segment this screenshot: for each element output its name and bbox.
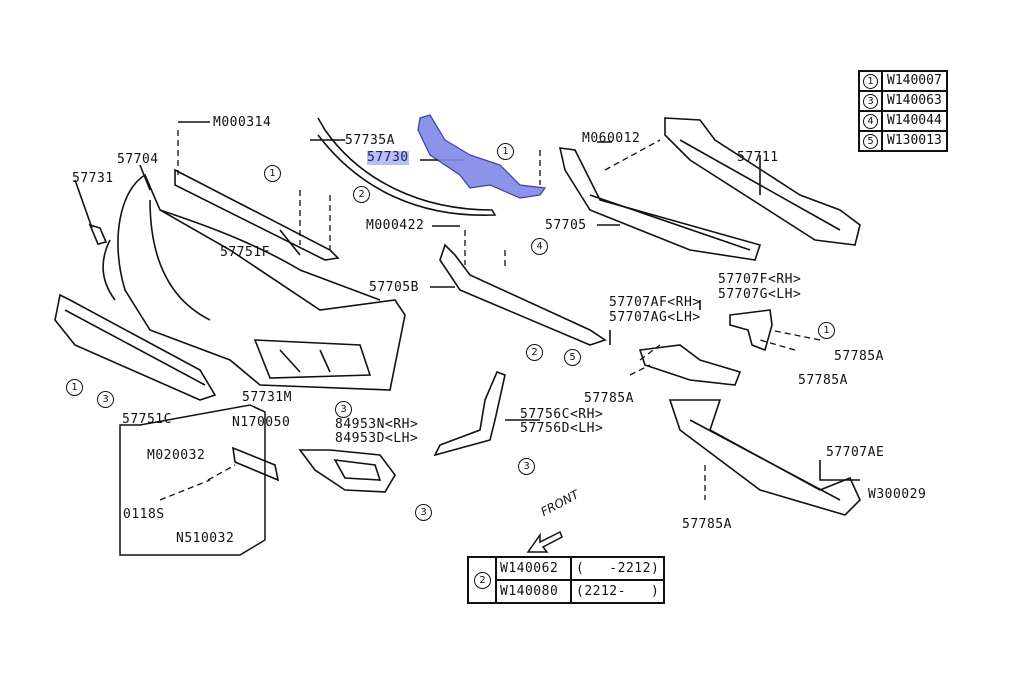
- upper-grille-strip-part[interactable]: [174, 168, 340, 261]
- label-84953d[interactable]: 84953D<LH>: [335, 431, 419, 446]
- label-57704[interactable]: 57704: [117, 152, 159, 167]
- side-deflector-part[interactable]: [433, 370, 506, 457]
- legend-part-number: W140063: [881, 90, 948, 112]
- under-cover-part[interactable]: [668, 399, 861, 516]
- callout-3: 3: [518, 458, 535, 475]
- label-57735a[interactable]: 57735A: [345, 133, 395, 148]
- molding-strip-part[interactable]: [317, 117, 497, 216]
- callout-4: 4: [531, 238, 548, 255]
- license-bracket-part[interactable]: [232, 446, 280, 482]
- bumper-cover-part[interactable]: [102, 173, 406, 391]
- label-57756d[interactable]: 57756D<LH>: [520, 421, 604, 436]
- callout-1: 1: [863, 74, 878, 89]
- lower-grille-part[interactable]: [54, 293, 217, 401]
- legend-part-number: W140007: [881, 70, 948, 92]
- callout-1: 1: [66, 379, 83, 396]
- side-bracket-part[interactable]: [88, 223, 108, 245]
- front-arrow-icon: [526, 530, 563, 553]
- label-57730-highlighted[interactable]: 57730: [367, 150, 409, 165]
- callout-1: 1: [264, 165, 281, 182]
- label-57707af[interactable]: 57707AF<RH>: [609, 295, 701, 310]
- ref2-part-row1[interactable]: W140062: [500, 561, 559, 576]
- highlighted-part-57730[interactable]: [417, 114, 547, 199]
- label-m060012[interactable]: M060012: [582, 131, 641, 146]
- label-57707ae[interactable]: 57707AE: [826, 445, 885, 460]
- callout-3: 3: [863, 94, 878, 109]
- label-57785a[interactable]: 57785A: [584, 391, 634, 406]
- upper-beam-part[interactable]: [558, 147, 762, 261]
- side-bracket-af-part[interactable]: [638, 344, 742, 386]
- label-57705[interactable]: 57705: [545, 218, 587, 233]
- callout-1: 1: [497, 143, 514, 160]
- label-n510032[interactable]: N510032: [176, 531, 235, 546]
- label-n170050[interactable]: N170050: [232, 415, 291, 430]
- label-57751c[interactable]: 57751C: [122, 412, 172, 427]
- callout-2: 2: [353, 186, 370, 203]
- side-bracket-f-part[interactable]: [729, 309, 773, 352]
- label-57707ag[interactable]: 57707AG<LH>: [609, 310, 701, 325]
- legend-part-number: W130013: [881, 130, 948, 152]
- label-m020032[interactable]: M020032: [147, 448, 206, 463]
- label-m000422[interactable]: M000422: [366, 218, 425, 233]
- label-57756c[interactable]: 57756C<RH>: [520, 407, 604, 422]
- label-57751f[interactable]: 57751F: [220, 245, 270, 260]
- callout-3: 3: [97, 391, 114, 408]
- label-57785a[interactable]: 57785A: [798, 373, 848, 388]
- callout-1: 1: [818, 322, 835, 339]
- label-0118s[interactable]: 0118S: [123, 507, 165, 522]
- ref2-range-row1: ( -2212): [576, 561, 660, 576]
- label-57731[interactable]: 57731: [72, 171, 114, 186]
- fog-lamp-cover-part[interactable]: [298, 449, 396, 493]
- label-57711[interactable]: 57711: [737, 150, 779, 165]
- callout-3: 3: [335, 401, 352, 418]
- label-57707f[interactable]: 57707F<RH>: [718, 272, 802, 287]
- ref2-callout: 2: [474, 572, 491, 589]
- label-57785a[interactable]: 57785A: [682, 517, 732, 532]
- callout-4: 4: [863, 114, 878, 129]
- label-84953n[interactable]: 84953N<RH>: [335, 417, 419, 432]
- lower-beam-part[interactable]: [439, 243, 607, 346]
- callout-5: 5: [564, 349, 581, 366]
- label-57707g[interactable]: 57707G<LH>: [718, 287, 802, 302]
- legend-part-number: W140044: [881, 110, 948, 132]
- label-57731m[interactable]: 57731M: [242, 390, 292, 405]
- callout-3: 3: [415, 504, 432, 521]
- callout-2: 2: [526, 344, 543, 361]
- ref2-part-row2[interactable]: W140080: [500, 584, 559, 599]
- label-m000314[interactable]: M000314: [213, 115, 272, 130]
- label-57785a[interactable]: 57785A: [834, 349, 884, 364]
- label-w300029[interactable]: W300029: [868, 487, 927, 502]
- ref2-range-row2: (2212- ): [576, 584, 660, 599]
- callout-5: 5: [863, 134, 878, 149]
- label-57705b[interactable]: 57705B: [369, 280, 419, 295]
